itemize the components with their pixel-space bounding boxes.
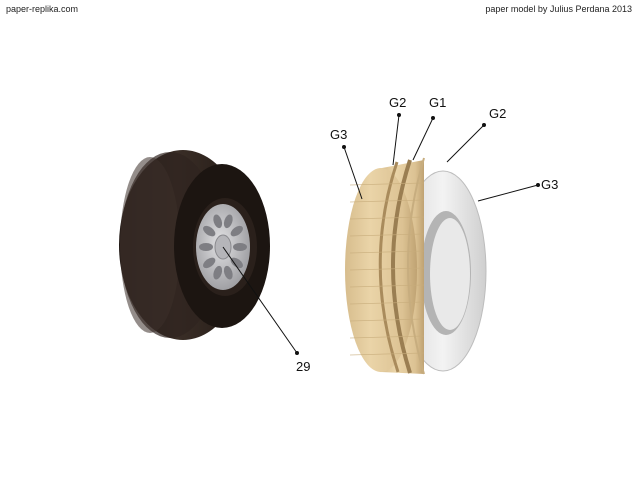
hub-spoke-slot	[213, 214, 223, 229]
tread-facet-line	[349, 182, 425, 186]
hub-wheel	[196, 204, 250, 290]
label-g2-right: G2	[489, 106, 506, 121]
hub-spoke-slot	[203, 257, 216, 269]
hub-spoke-slot	[233, 243, 247, 251]
model-credit: paper model by Julius Perdana 2013	[485, 4, 632, 14]
tread-facet-line	[349, 284, 425, 288]
tread-facet-line	[349, 267, 425, 271]
hub-spoke-slot	[213, 265, 223, 280]
tread-facet-line	[349, 318, 425, 322]
leader-lines	[222, 114, 539, 354]
label-g2-left: G2	[389, 95, 406, 110]
leader-g3-right	[477, 184, 539, 202]
tread-facet-line	[349, 216, 425, 220]
paper-tire-assembly	[345, 157, 487, 375]
leader-g3-left	[343, 146, 363, 200]
tread-facet-line	[349, 335, 425, 339]
tread-facet-line	[349, 233, 425, 237]
hub-spoke-slot	[230, 225, 243, 237]
site-url: paper-replika.com	[6, 4, 79, 14]
leader-29	[222, 246, 298, 354]
hub-spoke-slot	[223, 265, 233, 280]
leader-dots	[295, 113, 540, 355]
tire-tread-band	[120, 157, 180, 333]
leader-g2-left	[392, 114, 400, 166]
tread-groove-g2b	[407, 157, 425, 375]
label-g1: G1	[429, 95, 446, 110]
label-g3-right: G3	[541, 177, 558, 192]
tread-facet-line	[349, 301, 425, 305]
tread-facet-line	[349, 250, 425, 254]
label-part-29: 29	[296, 359, 310, 374]
wheel-29	[119, 150, 270, 340]
tread-facet-line	[349, 199, 425, 203]
rim-hole-inner	[430, 218, 470, 330]
tread-facet-line	[349, 352, 425, 356]
leader-g1	[412, 117, 434, 161]
tread-groove-g2	[378, 161, 400, 373]
hub-spoke-slot	[230, 257, 243, 269]
label-g3-left: G3	[330, 127, 347, 142]
hub-spoke-slot	[203, 225, 216, 237]
tread-groove-g1	[391, 159, 412, 374]
hub-spoke-slot	[199, 243, 213, 251]
leader-g2-right	[446, 124, 485, 163]
hub-spoke-slot	[223, 214, 233, 229]
